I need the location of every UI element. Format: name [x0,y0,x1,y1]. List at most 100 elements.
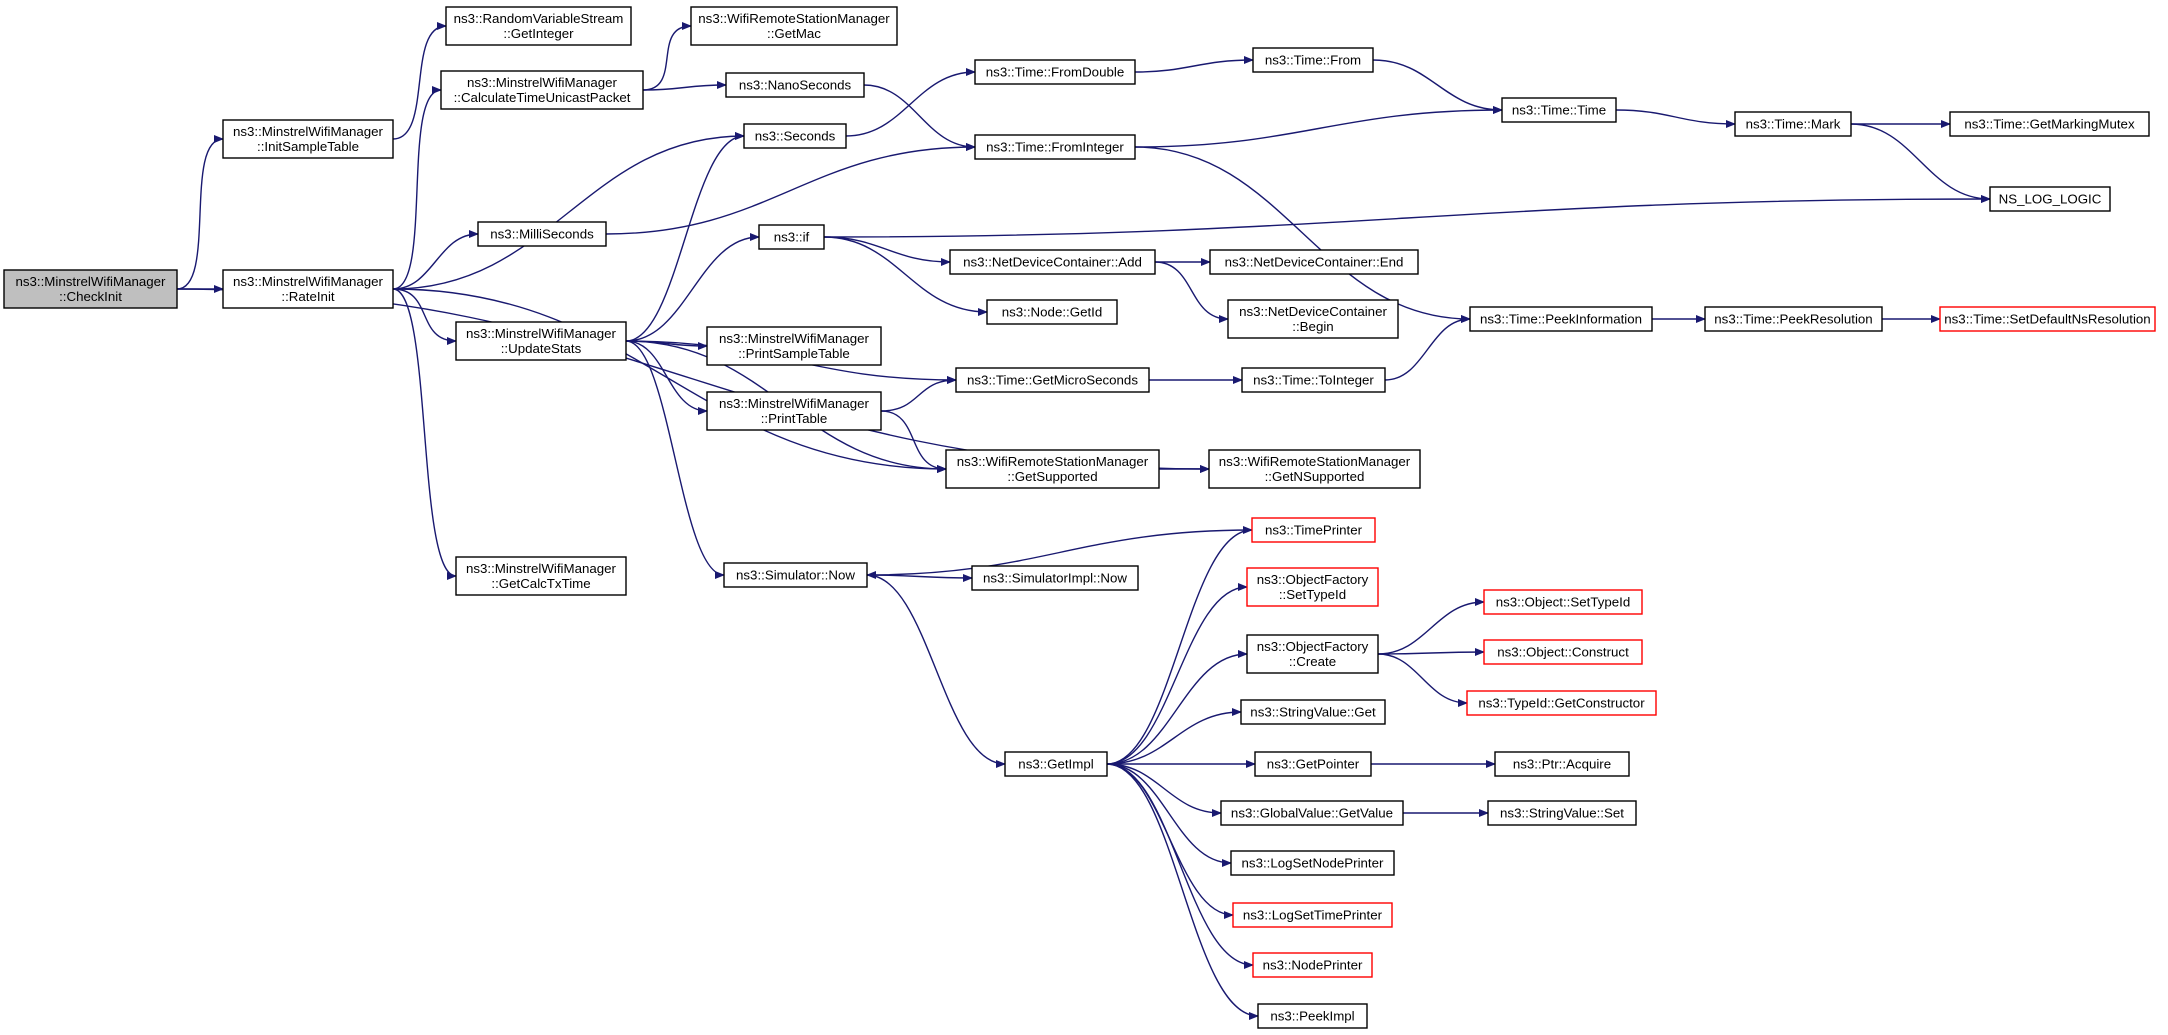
edge-initsample-to-rvs-getint [392,22,447,140]
node-box [1704,306,1883,332]
node-box [1501,97,1617,123]
edge-getimpl-to-peekimpl [1106,763,1259,1020]
node-label-line: ns3::Time::GetMicroSeconds [967,373,1138,388]
graph-node-rateinit[interactable]: ns3::MinstrelWifiManager::RateInit [222,269,394,309]
node-label-line: ns3::MinstrelWifiManager [467,75,618,90]
graph-node-ndc-end[interactable]: ns3::NetDeviceContainer::End [1209,249,1419,275]
node-label-line: ns3::Time::PeekResolution [1714,312,1872,327]
graph-node-getmac[interactable]: ns3::WifiRemoteStationManager::GetMac [690,6,898,46]
graph-node-ns3if[interactable]: ns3::if [758,224,825,250]
graph-node-timemark[interactable]: ns3::Time::Mark [1734,111,1852,137]
graph-node-ptr-acquire[interactable]: ns3::Ptr::Acquire [1494,751,1630,777]
edge-ns3if-to-nslog [823,195,1991,238]
graph-node-of-settypeid[interactable]: ns3::ObjectFactory::SetTypeId [1246,567,1379,607]
graph-node-nanosec[interactable]: ns3::NanoSeconds [725,72,865,98]
node-label-line: ns3::ObjectFactory [1257,639,1369,654]
node-box [974,134,1136,160]
graph-node-getcalctx[interactable]: ns3::MinstrelWifiManager::GetCalcTxTime [455,556,627,596]
graph-node-printsample[interactable]: ns3::MinstrelWifiManager::PrintSampleTab… [706,326,882,366]
node-label-line: ::UpdateStats [501,341,582,356]
node-label-line: ns3::Simulator::Now [736,568,855,583]
node-box [758,224,825,250]
node-box [706,391,882,431]
graph-node-obj-settypeid[interactable]: ns3::Object::SetTypeId [1483,589,1643,615]
node-label-line: ns3::Node::GetId [1002,305,1103,320]
graph-node-logsettime[interactable]: ns3::LogSetTimePrinter [1232,902,1393,928]
graph-node-obj-construct[interactable]: ns3::Object::Construct [1483,639,1643,665]
edge-rateinit-to-getcalctx [392,288,457,580]
graph-node-initsample[interactable]: ns3::MinstrelWifiManager::InitSampleTabl… [222,119,394,159]
edge-ns3if-to-node-getid [823,236,988,316]
node-label-line: ns3::LogSetNodePrinter [1242,856,1384,871]
graph-node-millisec[interactable]: ns3::MilliSeconds [477,221,607,247]
graph-node-seconds[interactable]: ns3::Seconds [743,123,847,149]
graph-node-getimpl[interactable]: ns3::GetImpl [1004,751,1108,777]
node-box [974,59,1136,85]
node-label-line: ::SetTypeId [1279,587,1346,602]
node-label-line: ns3::MinstrelWifiManager [466,326,617,341]
node-label-line: ::Begin [1292,319,1333,334]
node-box [1220,800,1404,826]
edge-rateinit-to-getsupported [392,288,947,473]
graph-node-ndc-add[interactable]: ns3::NetDeviceContainer::Add [949,249,1156,275]
node-label-line: ns3::LogSetTimePrinter [1243,908,1383,923]
graph-node-printtable[interactable]: ns3::MinstrelWifiManager::PrintTable [706,391,882,431]
graph-node-logsetnode[interactable]: ns3::LogSetNodePrinter [1230,850,1395,876]
node-box [706,326,882,366]
node-label-line: ns3::NetDeviceContainer::End [1225,255,1404,270]
graph-node-timefrom[interactable]: ns3::Time::From [1252,47,1374,73]
edge-rateinit-to-updatestats [392,288,457,345]
graph-node-getnsupported[interactable]: ns3::WifiRemoteStationManager::GetNSuppo… [1208,449,1421,489]
node-box [455,556,627,596]
graph-node-tointeger[interactable]: ns3::Time::ToInteger [1241,367,1386,393]
graph-node-sv-get[interactable]: ns3::StringValue::Get [1240,699,1386,725]
graph-node-getmicro[interactable]: ns3::Time::GetMicroSeconds [955,367,1150,393]
node-box [1483,589,1643,615]
graph-node-checkinit[interactable]: ns3::MinstrelWifiManager::CheckInit [3,269,178,309]
edge-timeprinter-to-simnow [866,529,1253,579]
edge-simnow-to-simimplnow [866,573,973,582]
graph-node-calc-unicast[interactable]: ns3::MinstrelWifiManager::CalculateTimeU… [440,70,644,110]
node-label-line: ::GetInteger [503,26,574,41]
graph-node-simimplnow[interactable]: ns3::SimulatorImpl::Now [971,565,1139,591]
edge-updatestats-to-seconds [625,132,745,342]
graph-node-peekres[interactable]: ns3::Time::PeekResolution [1704,306,1883,332]
graph-node-getmarkingmutex[interactable]: ns3::Time::GetMarkingMutex [1949,111,2150,137]
node-label-line: ns3::Seconds [755,129,836,144]
graph-node-updatestats[interactable]: ns3::MinstrelWifiManager::UpdateStats [455,321,627,361]
graph-node-ndc-begin[interactable]: ns3::NetDeviceContainer::Begin [1227,299,1399,339]
node-label-line: ::CheckInit [59,289,122,304]
graph-node-gv-getvalue[interactable]: ns3::GlobalValue::GetValue [1220,800,1404,826]
graph-node-sv-set[interactable]: ns3::StringValue::Set [1487,800,1637,826]
graph-node-nslog[interactable]: NS_LOG_LOGIC [1989,186,2111,212]
node-box [3,269,178,309]
graph-node-of-create[interactable]: ns3::ObjectFactory::Create [1246,634,1379,674]
graph-node-timeprinter[interactable]: ns3::TimePrinter [1251,517,1376,543]
edge-of-create-to-typeid-getctor [1377,653,1468,707]
graph-node-frominteger[interactable]: ns3::Time::FromInteger [974,134,1136,160]
node-box [1252,952,1373,978]
node-label-line: ::GetNSupported [1265,469,1365,484]
graph-node-rvs-getint[interactable]: ns3::RandomVariableStream::GetInteger [445,6,632,46]
graph-node-setdefres[interactable]: ns3::Time::SetDefaultNsResolution [1939,306,2156,332]
node-box [725,72,865,98]
graph-node-node-getid[interactable]: ns3::Node::GetId [986,299,1118,325]
graph-node-peekimpl[interactable]: ns3::PeekImpl [1257,1003,1368,1029]
node-box [455,321,627,361]
graph-node-getsupported[interactable]: ns3::WifiRemoteStationManager::GetSuppor… [945,449,1160,489]
node-label-line: ns3::WifiRemoteStationManager [698,11,890,26]
node-box [949,249,1156,275]
graph-node-nodeprinter[interactable]: ns3::NodePrinter [1252,952,1373,978]
node-label-line: ::GetSupported [1007,469,1097,484]
graph-node-getpointer[interactable]: ns3::GetPointer [1254,751,1372,777]
graph-node-simnow[interactable]: ns3::Simulator::Now [723,562,868,588]
graph-node-timetime[interactable]: ns3::Time::Time [1501,97,1617,123]
graph-node-typeid-getctor[interactable]: ns3::TypeId::GetConstructor [1466,690,1657,716]
edge-updatestats-to-ns3if [625,233,760,342]
edge-getimpl-to-of-settypeid [1106,583,1248,765]
graph-node-peekinfo[interactable]: ns3::Time::PeekInformation [1469,306,1653,332]
graph-node-fromdouble[interactable]: ns3::Time::FromDouble [974,59,1136,85]
edge-getimpl-to-logsetnode [1106,763,1232,867]
node-label-line: ns3::Object::Construct [1497,645,1629,660]
node-box [1232,902,1393,928]
